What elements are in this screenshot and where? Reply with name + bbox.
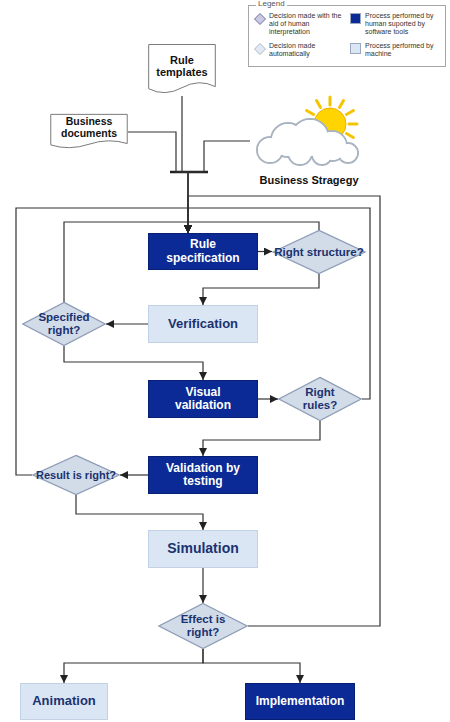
flow-arrow: [106, 323, 148, 324]
flow-arrow: [64, 346, 203, 380]
sun-ray: [347, 111, 354, 115]
legend-diamond-shape: [255, 14, 266, 25]
machine-process-box: Verification: [148, 305, 258, 343]
diamond-shape: [159, 603, 247, 648]
human-process-box: Rule specification: [148, 233, 258, 270]
decision-diamond: Effect is right?: [158, 603, 248, 649]
node-text: Rule specification: [162, 238, 244, 265]
document-shape-path: [51, 114, 127, 147]
flow-arrow: [258, 398, 278, 399]
strategy-cloud: Business Stragegy: [250, 96, 368, 186]
cloud-illustration: [250, 96, 368, 168]
flow-arrow: [188, 222, 319, 233]
flow-arrow: [76, 495, 203, 530]
human-process-box: Validation by testing: [148, 456, 258, 494]
decision-diamond: Specified right?: [22, 302, 106, 346]
document-shape: Business documents: [50, 114, 128, 150]
legend-diamond: [254, 13, 266, 25]
flow-arrow: [188, 196, 380, 626]
legend-text: Process performed by human suported by s…: [365, 12, 445, 36]
legend-diamond: [254, 43, 266, 55]
node-text: Implementation: [256, 695, 345, 708]
sun-ray: [349, 123, 357, 126]
document-shape: Rule templates: [148, 44, 216, 96]
node-text: Specified right?: [29, 311, 99, 337]
sun-ray: [347, 134, 354, 138]
decision-diamond: Result is right?: [32, 455, 120, 495]
node-text: Animation: [32, 694, 96, 709]
node-text: Visual validation: [162, 386, 244, 413]
flow-arrow: [203, 421, 320, 456]
cloud-fill: [313, 146, 331, 164]
decision-diamond: Right structure?: [272, 230, 366, 274]
node-text: Right rules?: [295, 386, 345, 412]
flow-arrow: [64, 222, 188, 302]
flow-arrow: [128, 132, 188, 233]
flow-arrow: [258, 251, 272, 252]
flow-arrow: [16, 208, 188, 475]
node-text: Right structure?: [274, 246, 363, 259]
flow-arrow: [64, 649, 203, 683]
flow-arrow: [188, 208, 370, 399]
node-text: Effect is right?: [172, 613, 234, 639]
legend-swatch: [350, 43, 361, 54]
node-text: Business documents: [53, 116, 125, 140]
legend-swatch: [350, 13, 361, 24]
flow-arrow: [188, 141, 250, 233]
legend-text: Decision made automatically: [269, 42, 349, 58]
legend-text: Decision made with the aid of human inte…: [269, 12, 349, 36]
machine-process-box: Animation: [20, 683, 108, 720]
cloud-fill: [289, 142, 311, 164]
document-shape-path: [149, 45, 216, 93]
sun-ray: [329, 97, 332, 105]
node-text: Validation by testing: [162, 462, 244, 489]
legend-diamond-shape: [255, 44, 266, 55]
sun-ray: [340, 101, 344, 108]
diamond-shape: [33, 455, 119, 494]
sun-ray: [307, 111, 314, 115]
legend-title: Legend: [256, 0, 287, 9]
human-process-box: Visual validation: [148, 380, 258, 418]
node-text: Business Stragegy: [259, 174, 358, 186]
diamond-shape: [273, 230, 365, 273]
diamond-shape: [279, 377, 361, 420]
decision-diamond: Right rules?: [278, 377, 362, 421]
flow-arrow: [120, 474, 148, 475]
diamond-shape: [23, 302, 105, 345]
flow-arrow: [202, 568, 203, 603]
flow-arrow: [182, 96, 188, 233]
human-process-box: Implementation: [245, 683, 355, 720]
node-text: Rule templates: [151, 54, 213, 79]
flow-arrow: [203, 649, 300, 683]
merge-bar: [170, 171, 208, 174]
legend-text: Process performed by machine: [365, 42, 445, 58]
cloud-fill: [339, 144, 357, 162]
node-text: Verification: [168, 317, 238, 332]
sun-ray: [317, 101, 321, 108]
node-text: Result is right?: [36, 469, 116, 481]
machine-process-box: Simulation: [148, 530, 258, 568]
node-text: Simulation: [167, 541, 239, 557]
flow-arrow: [203, 274, 319, 305]
